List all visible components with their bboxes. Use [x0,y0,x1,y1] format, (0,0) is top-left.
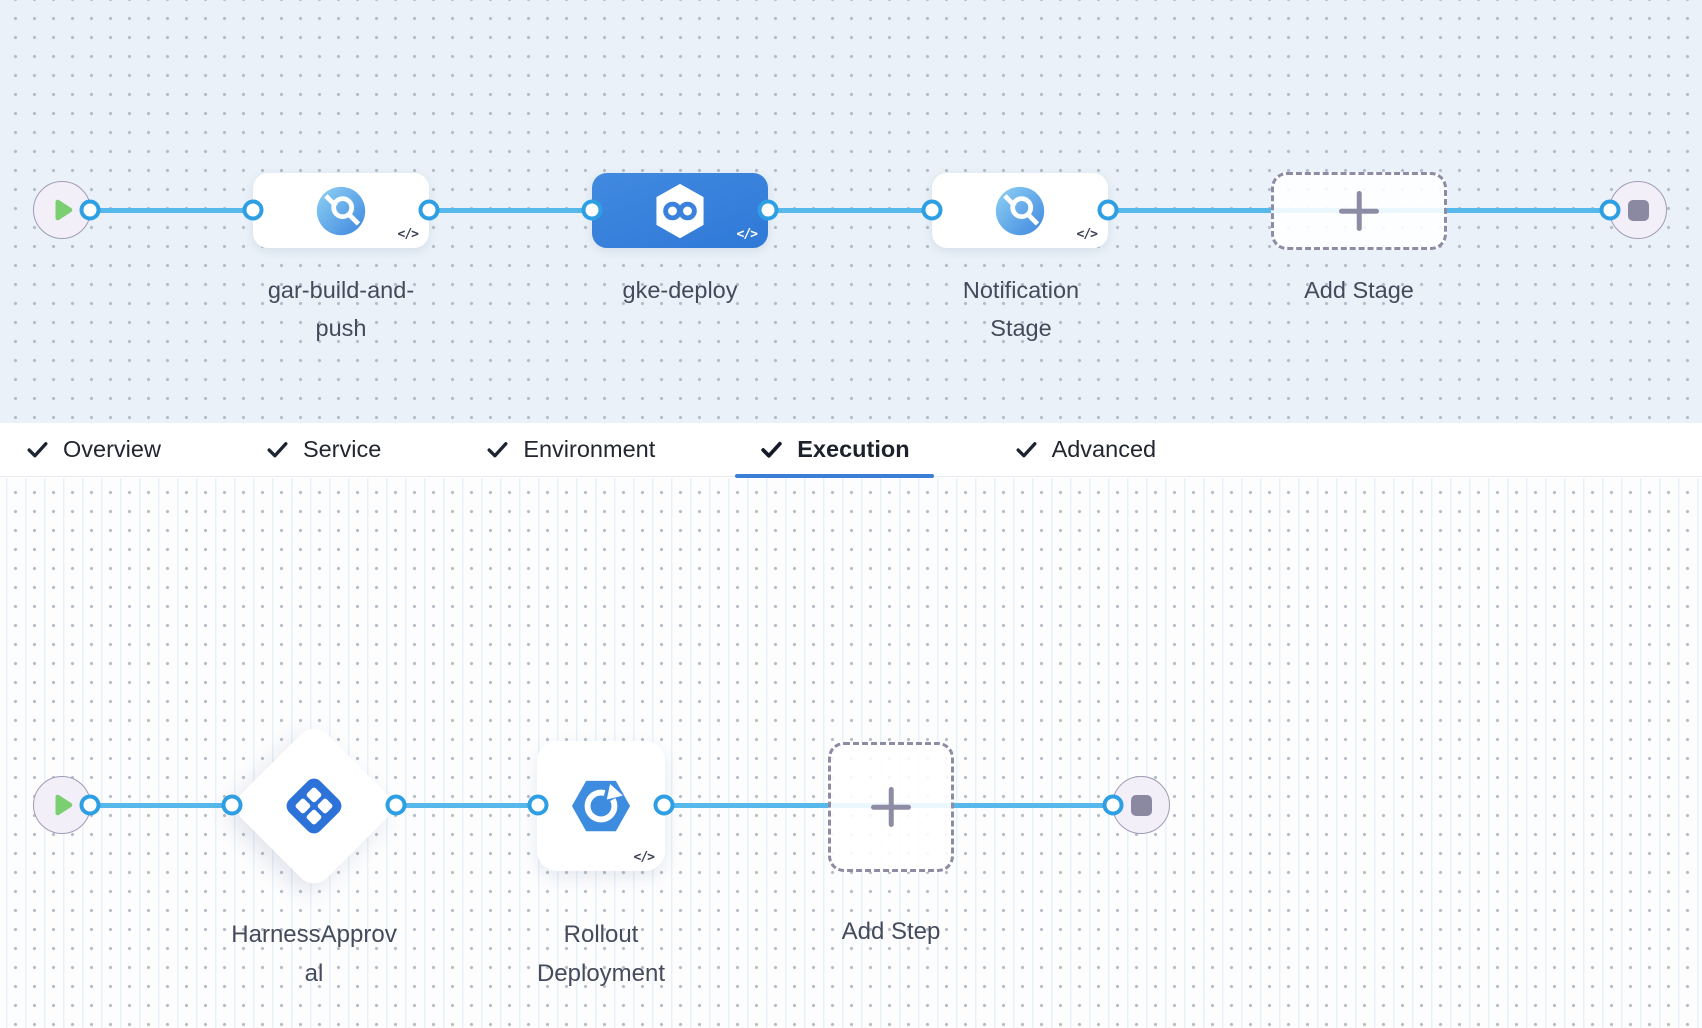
tab-overview[interactable]: Overview [1,423,185,477]
connector-line [88,208,1610,213]
stage-node-notification-stage[interactable]: </> [932,173,1108,248]
plus-icon [871,787,911,827]
connector-port [1599,199,1621,221]
stage-config-tabbar: Overview Service Environment Execution A… [0,423,1702,478]
add-stage-button[interactable] [1271,172,1447,250]
yaml-badge: </> [633,850,656,865]
tab-label: Execution [797,436,910,462]
check-icon [1016,442,1037,458]
check-icon [267,442,288,458]
pipeline-infinity-icon [656,183,704,238]
connector-port [79,794,101,816]
step-node-rollout-deployment[interactable]: </> [537,741,665,871]
connector-port [1097,199,1119,221]
connector-port [79,199,101,221]
connector-port [1102,794,1124,816]
stage-node-gke-deploy[interactable]: </> [592,173,768,248]
yaml-badge: </> [736,227,759,242]
connector-port [921,199,943,221]
check-icon [487,442,508,458]
cloud-build-icon [995,186,1045,235]
rollout-refresh-icon [571,780,631,832]
connector-port [527,794,549,816]
tab-label: Service [302,436,382,462]
connector-port [418,199,440,221]
stop-icon [1130,794,1152,816]
tab-execution[interactable]: Execution [735,423,934,478]
add-step-label: Add Step [841,918,941,945]
stage-label: gar-build-and- push [267,277,415,341]
plus-icon [1339,191,1379,231]
yaml-badge: </> [397,227,420,242]
add-step-button[interactable] [828,742,954,872]
check-icon [761,441,782,458]
step-node-harness-approval[interactable] [229,721,399,891]
connector-port [757,199,779,221]
connector-port [653,794,675,816]
check-icon [27,442,48,458]
yaml-badge: </> [1076,227,1099,242]
connector-port [385,794,407,816]
tab-label: Advanced [1051,436,1157,462]
tab-label: Overview [63,436,161,462]
step-label: Rollout Deployment [536,921,666,987]
connector-port [221,794,243,816]
tab-environment[interactable]: Environment [461,423,679,477]
play-icon [55,199,73,221]
pipeline-start-node [33,181,91,239]
stop-icon [1627,199,1649,221]
stage-canvas[interactable]: </> gar-build-and- push </> gke-deploy <… [0,0,1702,423]
tab-label: Environment [523,436,656,462]
play-icon [55,794,73,816]
connector-port [242,199,264,221]
stage-label: Notification Stage [962,277,1080,341]
stage-node-gar-build-and-push[interactable]: </> [253,173,429,248]
execution-canvas[interactable]: HarnessApprov al </> Rollout Deployment … [0,478,1702,1028]
tab-advanced[interactable]: Advanced [990,423,1181,477]
step-label: HarnessApprov al [231,921,397,987]
add-stage-label: Add Stage [1304,277,1414,303]
connector-port [581,199,603,221]
stage-label: gke-deploy [622,277,738,303]
tab-service[interactable]: Service [241,423,405,477]
cloud-build-icon [316,186,366,235]
